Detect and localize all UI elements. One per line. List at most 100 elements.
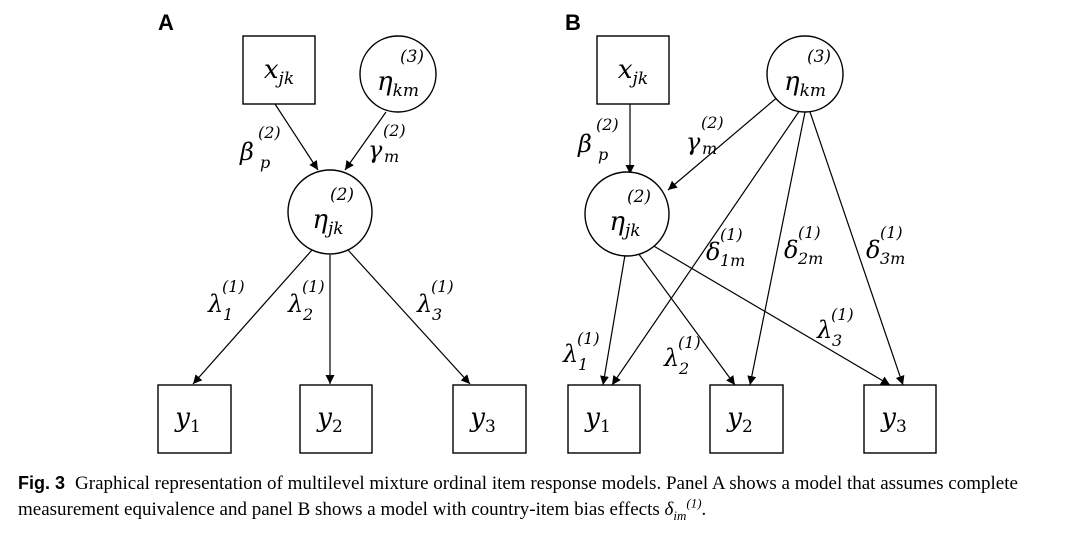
label-lambda2: λ (1) 2 bbox=[663, 333, 701, 378]
svg-text:1: 1 bbox=[578, 355, 588, 374]
svg-text:y2: y2 bbox=[726, 403, 753, 437]
svg-text:m: m bbox=[384, 147, 399, 166]
svg-text:xjk: xjk bbox=[618, 55, 648, 89]
svg-text:(1): (1) bbox=[720, 225, 743, 244]
edge-lambda3 bbox=[347, 249, 471, 385]
svg-text:λ: λ bbox=[287, 290, 303, 318]
label-delta2: δ (1) 2m bbox=[784, 223, 823, 268]
label-lambda3: λ (1) 3 bbox=[816, 305, 854, 350]
svg-text:(1): (1) bbox=[222, 277, 245, 296]
panel-a-label: A bbox=[158, 10, 174, 35]
svg-text:1m: 1m bbox=[720, 251, 745, 270]
node-x: xjk bbox=[242, 35, 316, 105]
label-lambda2: λ (1) 2 bbox=[287, 277, 325, 324]
node-eta2: (2) ηjk bbox=[584, 171, 670, 257]
label-delta1: δ (1) 1m bbox=[706, 225, 745, 270]
svg-text:(3): (3) bbox=[807, 47, 831, 67]
svg-text:(1): (1) bbox=[798, 223, 821, 242]
svg-text:m: m bbox=[702, 139, 717, 158]
node-eta2: (2) ηjk bbox=[287, 169, 373, 255]
svg-text:λ: λ bbox=[207, 290, 223, 318]
svg-text:y1: y1 bbox=[584, 403, 611, 437]
svg-text:(2): (2) bbox=[330, 185, 354, 205]
svg-text:2: 2 bbox=[302, 305, 313, 324]
edge-beta bbox=[274, 103, 319, 171]
svg-text:(1): (1) bbox=[431, 277, 454, 296]
svg-text:(1): (1) bbox=[880, 223, 903, 242]
edge-lambda2 bbox=[637, 252, 736, 386]
svg-text:λ: λ bbox=[663, 344, 679, 372]
svg-text:(2): (2) bbox=[627, 187, 651, 207]
node-y1: y1 bbox=[567, 384, 641, 454]
edge-delta1 bbox=[611, 109, 801, 386]
svg-text:δ: δ bbox=[706, 238, 720, 266]
svg-text:(2): (2) bbox=[258, 123, 281, 142]
svg-text:λ: λ bbox=[816, 316, 832, 344]
label-beta: β (2) p bbox=[577, 115, 619, 164]
svg-text:ηkm: ηkm bbox=[377, 67, 419, 101]
svg-text:3: 3 bbox=[832, 331, 842, 350]
svg-text:(2): (2) bbox=[701, 113, 724, 132]
edge-delta3 bbox=[809, 111, 905, 386]
node-y1: y1 bbox=[157, 384, 232, 454]
panel-a: A xjk (3) ηkm (2) ηjk y1 y2 bbox=[157, 10, 527, 454]
label-lambda1: λ (1) 1 bbox=[207, 277, 245, 324]
svg-text:y3: y3 bbox=[880, 403, 907, 437]
edge-lambda1 bbox=[600, 254, 626, 386]
label-gamma: γ (2) m bbox=[686, 113, 724, 158]
svg-text:3: 3 bbox=[432, 305, 442, 324]
label-delta3: δ (1) 3m bbox=[866, 223, 905, 268]
caption-symbol: δim(1) bbox=[664, 495, 702, 523]
caption-text: Graphical representation of multilevel m… bbox=[18, 473, 1018, 520]
svg-text:1: 1 bbox=[223, 305, 233, 324]
svg-text:(1): (1) bbox=[678, 333, 701, 352]
svg-text:xjk: xjk bbox=[264, 55, 294, 89]
svg-text:λ: λ bbox=[416, 290, 432, 318]
svg-text:3m: 3m bbox=[880, 249, 905, 268]
svg-text:ηjk: ηjk bbox=[609, 207, 640, 241]
figure-label: Fig. 3 bbox=[18, 473, 66, 493]
edge-lambda1 bbox=[192, 249, 313, 385]
svg-text:δ: δ bbox=[866, 236, 880, 264]
node-eta3: (3) ηkm bbox=[766, 35, 844, 113]
label-lambda3: λ (1) 3 bbox=[416, 277, 454, 324]
node-y2: y2 bbox=[709, 384, 784, 454]
svg-text:β: β bbox=[239, 138, 254, 166]
label-lambda1: λ (1) 1 bbox=[562, 329, 600, 374]
svg-text:(3): (3) bbox=[400, 47, 424, 67]
svg-text:2: 2 bbox=[678, 359, 689, 378]
svg-text:(1): (1) bbox=[302, 277, 325, 296]
panel-b-label: B bbox=[565, 10, 581, 35]
svg-text:ηkm: ηkm bbox=[784, 67, 826, 101]
svg-text:β: β bbox=[577, 130, 592, 158]
panel-b: B xjk (3) ηkm (2) ηjk y1 y bbox=[562, 10, 937, 454]
svg-text:(2): (2) bbox=[383, 121, 406, 140]
svg-text:p: p bbox=[260, 153, 270, 172]
svg-text:y3: y3 bbox=[469, 403, 496, 437]
edge-delta2 bbox=[747, 111, 806, 386]
node-y2: y2 bbox=[299, 384, 373, 454]
label-gamma: γ (2) m bbox=[368, 121, 406, 166]
svg-text:γ: γ bbox=[368, 136, 383, 164]
node-y3: y3 bbox=[863, 384, 937, 454]
svg-text:(2): (2) bbox=[596, 115, 619, 134]
svg-text:(1): (1) bbox=[831, 305, 854, 324]
svg-text:δ: δ bbox=[784, 236, 798, 264]
svg-text:γ: γ bbox=[686, 128, 701, 156]
svg-text:y1: y1 bbox=[174, 403, 201, 437]
edge-gamma bbox=[667, 94, 781, 191]
label-beta: β (2) p bbox=[239, 123, 281, 172]
node-x: xjk bbox=[596, 35, 670, 105]
svg-text:ηjk: ηjk bbox=[312, 205, 343, 239]
svg-text:2m: 2m bbox=[797, 249, 823, 268]
svg-text:λ: λ bbox=[562, 340, 578, 368]
node-y3: y3 bbox=[452, 384, 527, 454]
svg-text:(1): (1) bbox=[577, 329, 600, 348]
svg-text:y2: y2 bbox=[316, 403, 343, 437]
edge-lambda3 bbox=[651, 244, 891, 386]
edge-gamma bbox=[344, 111, 387, 171]
diagram-canvas: A xjk (3) ηkm (2) ηjk y1 y2 bbox=[157, 10, 937, 454]
node-eta3: (3) ηkm bbox=[359, 35, 437, 113]
svg-text:p: p bbox=[598, 145, 608, 164]
